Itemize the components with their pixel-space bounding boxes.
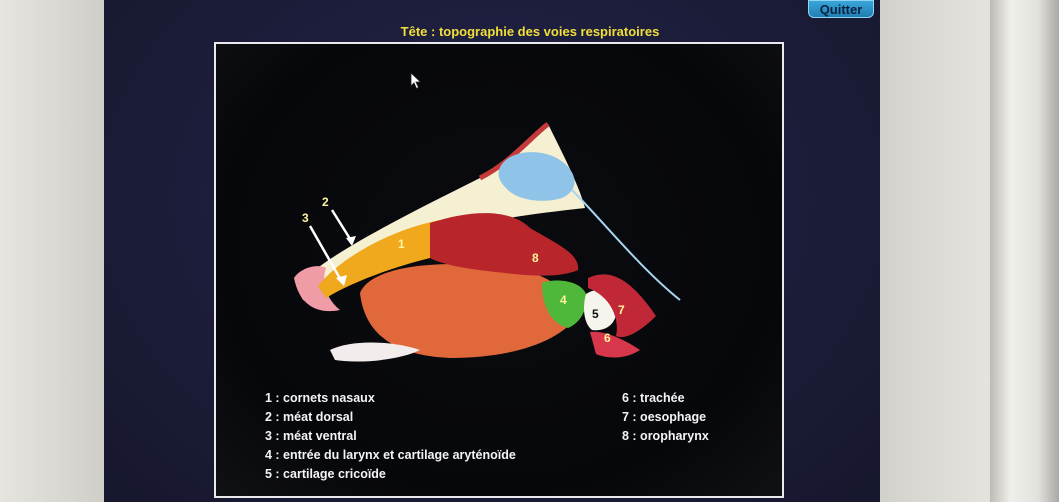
legend-item: 8 : oropharynx	[622, 427, 772, 446]
lower-jaw-shape	[360, 264, 580, 358]
figure-label-5: 5	[592, 307, 599, 321]
trachea-shape	[590, 332, 640, 358]
legend-item: 7 : oesophage	[622, 408, 772, 427]
monitor-bezel-edge	[990, 0, 1059, 502]
legend-item: 2 : méat dorsal	[265, 408, 605, 427]
legend-item: 5 : cartilage cricoïde	[265, 465, 605, 484]
figure-label-2: 2	[322, 195, 329, 209]
background-wall-left	[0, 0, 104, 502]
pointer-arrow-2	[332, 210, 352, 242]
legend-left-column: 1 : cornets nasaux 2 : méat dorsal 3 : m…	[265, 389, 605, 484]
figure-label-6: 6	[604, 331, 611, 345]
quit-button[interactable]: Quitter	[808, 0, 874, 18]
mouse-cursor-icon	[410, 72, 422, 90]
page-title: Tête : topographie des voies respiratoir…	[370, 24, 690, 39]
figure-label-4: 4	[560, 293, 567, 307]
figure-label-3: 3	[302, 211, 309, 225]
figure-label-1: 1	[398, 237, 405, 251]
figure-label-8: 8	[532, 251, 539, 265]
head-anatomy-illustration: 1 2 3 4 5 6 7 8	[280, 118, 700, 378]
legend-item: 6 : trachée	[622, 389, 772, 408]
legend-item: 1 : cornets nasaux	[265, 389, 605, 408]
legend-right-column: 6 : trachée 7 : oesophage 8 : oropharynx	[622, 389, 772, 446]
legend-item: 3 : méat ventral	[265, 427, 605, 446]
legend-item: 4 : entrée du larynx et cartilage arytén…	[265, 446, 605, 465]
figure-label-7: 7	[618, 303, 625, 317]
